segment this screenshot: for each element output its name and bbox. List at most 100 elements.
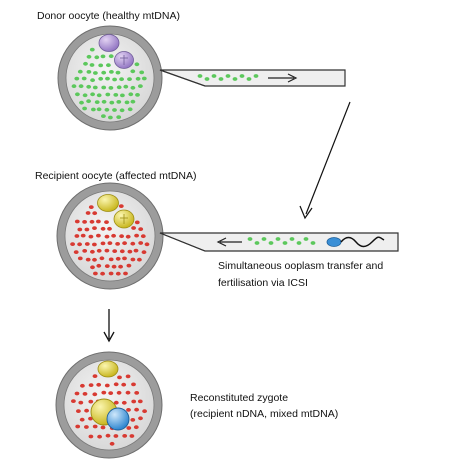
- donor-nucleus-icon: [98, 34, 120, 52]
- healthy-mtdna-dot: [94, 100, 100, 104]
- healthy-mtdna-dot: [289, 237, 295, 241]
- affected-mtdna-dot: [123, 271, 128, 276]
- affected-mtdna-dot: [79, 417, 85, 422]
- affected-mtdna-dot: [121, 382, 127, 387]
- affected-mtdna-dot: [92, 226, 97, 231]
- healthy-mtdna-dot: [135, 76, 141, 81]
- healthy-mtdna-dot: [94, 55, 100, 60]
- pipette-healthy-mtdna: [197, 74, 259, 81]
- affected-mtdna-dot: [115, 242, 120, 246]
- diagonal-arrow-icon: [299, 101, 351, 220]
- affected-mtdna-dot: [130, 257, 136, 262]
- affected-mtdna-dot: [134, 220, 140, 225]
- affected-mtdna-dot: [92, 392, 98, 397]
- paternal-pronucleus-icon: [106, 407, 130, 431]
- healthy-mtdna-dot: [78, 84, 84, 89]
- affected-mtdna-dot: [130, 418, 136, 422]
- affected-mtdna-dot: [88, 383, 94, 387]
- healthy-mtdna-dot: [105, 76, 110, 81]
- affected-mtdna-dot: [137, 257, 142, 262]
- affected-mtdna-dot: [119, 234, 124, 239]
- healthy-mtdna-dot: [247, 237, 253, 241]
- healthy-mtdna-dot: [225, 74, 231, 78]
- affected-mtdna-dot: [82, 392, 88, 396]
- affected-mtdna-dot: [71, 399, 76, 403]
- healthy-mtdna-dot: [310, 241, 316, 245]
- affected-mtdna-dot: [107, 241, 113, 246]
- affected-mtdna-dot: [144, 242, 150, 247]
- affected-mtdna-dot: [74, 391, 80, 396]
- healthy-mtdna-dot: [81, 76, 87, 81]
- affected-mtdna-dot: [117, 375, 122, 380]
- affected-mtdna-dot: [126, 408, 131, 412]
- healthy-mtdna-dot: [141, 76, 147, 81]
- affected-mtdna-dot: [88, 416, 93, 421]
- healthy-mtdna-dot: [120, 93, 125, 98]
- affected-mtdna-dot: [131, 399, 137, 404]
- healthy-mtdna-dot: [92, 85, 98, 90]
- healthy-mtdna-dot: [112, 108, 117, 112]
- injection-pipette-icon: [159, 232, 399, 252]
- affected-mtdna-dot: [133, 425, 139, 430]
- affected-mtdna-dot: [82, 249, 88, 253]
- healthy-mtdna-dot: [82, 93, 88, 98]
- affected-mtdna-dot: [101, 390, 107, 395]
- donor-healthy-mtdna: [71, 47, 147, 120]
- affected-mtdna-dot: [77, 242, 82, 247]
- affected-mtdna-dot: [104, 264, 110, 268]
- affected-mtdna-dot: [140, 234, 146, 239]
- zygote-polar-body-icon: [97, 360, 119, 378]
- healthy-mtdna-dot: [105, 92, 111, 97]
- affected-mtdna-dot: [74, 234, 80, 238]
- affected-mtdna-dot: [85, 257, 91, 262]
- affected-mtdna-dot: [96, 263, 102, 268]
- healthy-mtdna-dot: [83, 61, 88, 66]
- affected-mtdna-dot: [129, 434, 135, 438]
- affected-mtdna-dot: [93, 271, 98, 276]
- affected-mtdna-dot: [131, 382, 136, 387]
- affected-mtdna-dot: [104, 220, 109, 225]
- affected-mtdna-dot: [116, 390, 122, 395]
- healthy-mtdna-dot: [109, 70, 114, 74]
- affected-mtdna-dot: [108, 271, 114, 276]
- affected-mtdna-dot: [84, 242, 90, 246]
- healthy-mtdna-dot: [90, 78, 95, 83]
- healthy-mtdna-dot: [108, 54, 114, 59]
- affected-mtdna-dot: [104, 234, 110, 239]
- healthy-mtdna-dot: [86, 84, 92, 89]
- healthy-mtdna-dot: [296, 241, 302, 245]
- healthy-mtdna-dot: [218, 77, 224, 81]
- healthy-mtdna-dot: [123, 84, 129, 89]
- healthy-mtdna-dot: [211, 74, 217, 78]
- healthy-mtdna-dot: [130, 69, 136, 74]
- affected-mtdna-dot: [138, 416, 143, 421]
- healthy-mtdna-dot: [197, 74, 203, 78]
- healthy-mtdna-dot: [90, 92, 95, 97]
- affected-mtdna-dot: [100, 425, 106, 430]
- healthy-mtdna-dot: [124, 100, 130, 105]
- donor-oocyte-label: Donor oocyte (healthy mtDNA): [37, 10, 180, 22]
- healthy-mtdna-dot: [119, 77, 124, 82]
- affected-mtdna-dot: [88, 234, 94, 239]
- healthy-mtdna-dot: [232, 77, 238, 81]
- affected-mtdna-dot: [134, 233, 140, 238]
- healthy-mtdna-dot: [101, 99, 107, 104]
- healthy-mtdna-dot: [101, 70, 107, 75]
- healthy-mtdna-dot: [253, 74, 259, 78]
- affected-mtdna-dot: [109, 441, 115, 446]
- healthy-mtdna-dot: [98, 63, 104, 68]
- affected-mtdna-dot: [90, 265, 95, 270]
- affected-mtdna-dot: [105, 433, 111, 438]
- healthy-mtdna-dot: [116, 100, 122, 104]
- healthy-mtdna-dot: [74, 76, 80, 81]
- recipient-cell-icon: [56, 182, 164, 290]
- affected-mtdna-dot: [134, 391, 140, 395]
- affected-mtdna-dot: [112, 249, 118, 254]
- healthy-mtdna-dot: [112, 77, 117, 82]
- affected-mtdna-dot: [85, 211, 91, 215]
- healthy-mtdna-dot: [79, 100, 84, 105]
- affected-mtdna-dot: [92, 211, 98, 216]
- affected-mtdna-dot: [80, 383, 85, 388]
- healthy-mtdna-dot: [93, 71, 98, 75]
- affected-mtdna-dot: [126, 263, 132, 268]
